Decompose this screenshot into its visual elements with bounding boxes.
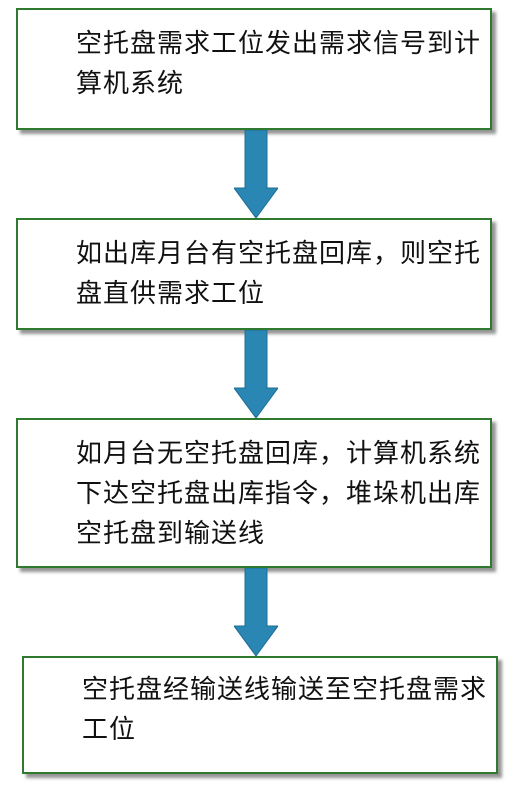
down-arrow-icon [234, 130, 278, 218]
flow-step-2-text: 如出库月台有空托盘回库，则空托盘直供需求工位 [76, 239, 482, 309]
flow-step-4-text: 空托盘经输送线输送至空托盘需求工位 [82, 675, 488, 745]
flow-step-3-text: 如月台无空托盘回库，计算机系统下达空托盘出库指令，堆垛机出库空托盘到输送线 [76, 439, 482, 549]
flow-step-2: 如出库月台有空托盘回库，则空托盘直供需求工位 [16, 218, 492, 330]
flow-step-3: 如月台无空托盘回库，计算机系统下达空托盘出库指令，堆垛机出库空托盘到输送线 [16, 418, 492, 568]
down-arrow-icon [234, 330, 278, 418]
flow-step-4: 空托盘经输送线输送至空托盘需求工位 [22, 656, 498, 774]
flow-step-1-text: 空托盘需求工位发出需求信号到计算机系统 [76, 29, 482, 99]
flow-step-1: 空托盘需求工位发出需求信号到计算机系统 [16, 8, 492, 130]
down-arrow-icon [234, 568, 278, 656]
